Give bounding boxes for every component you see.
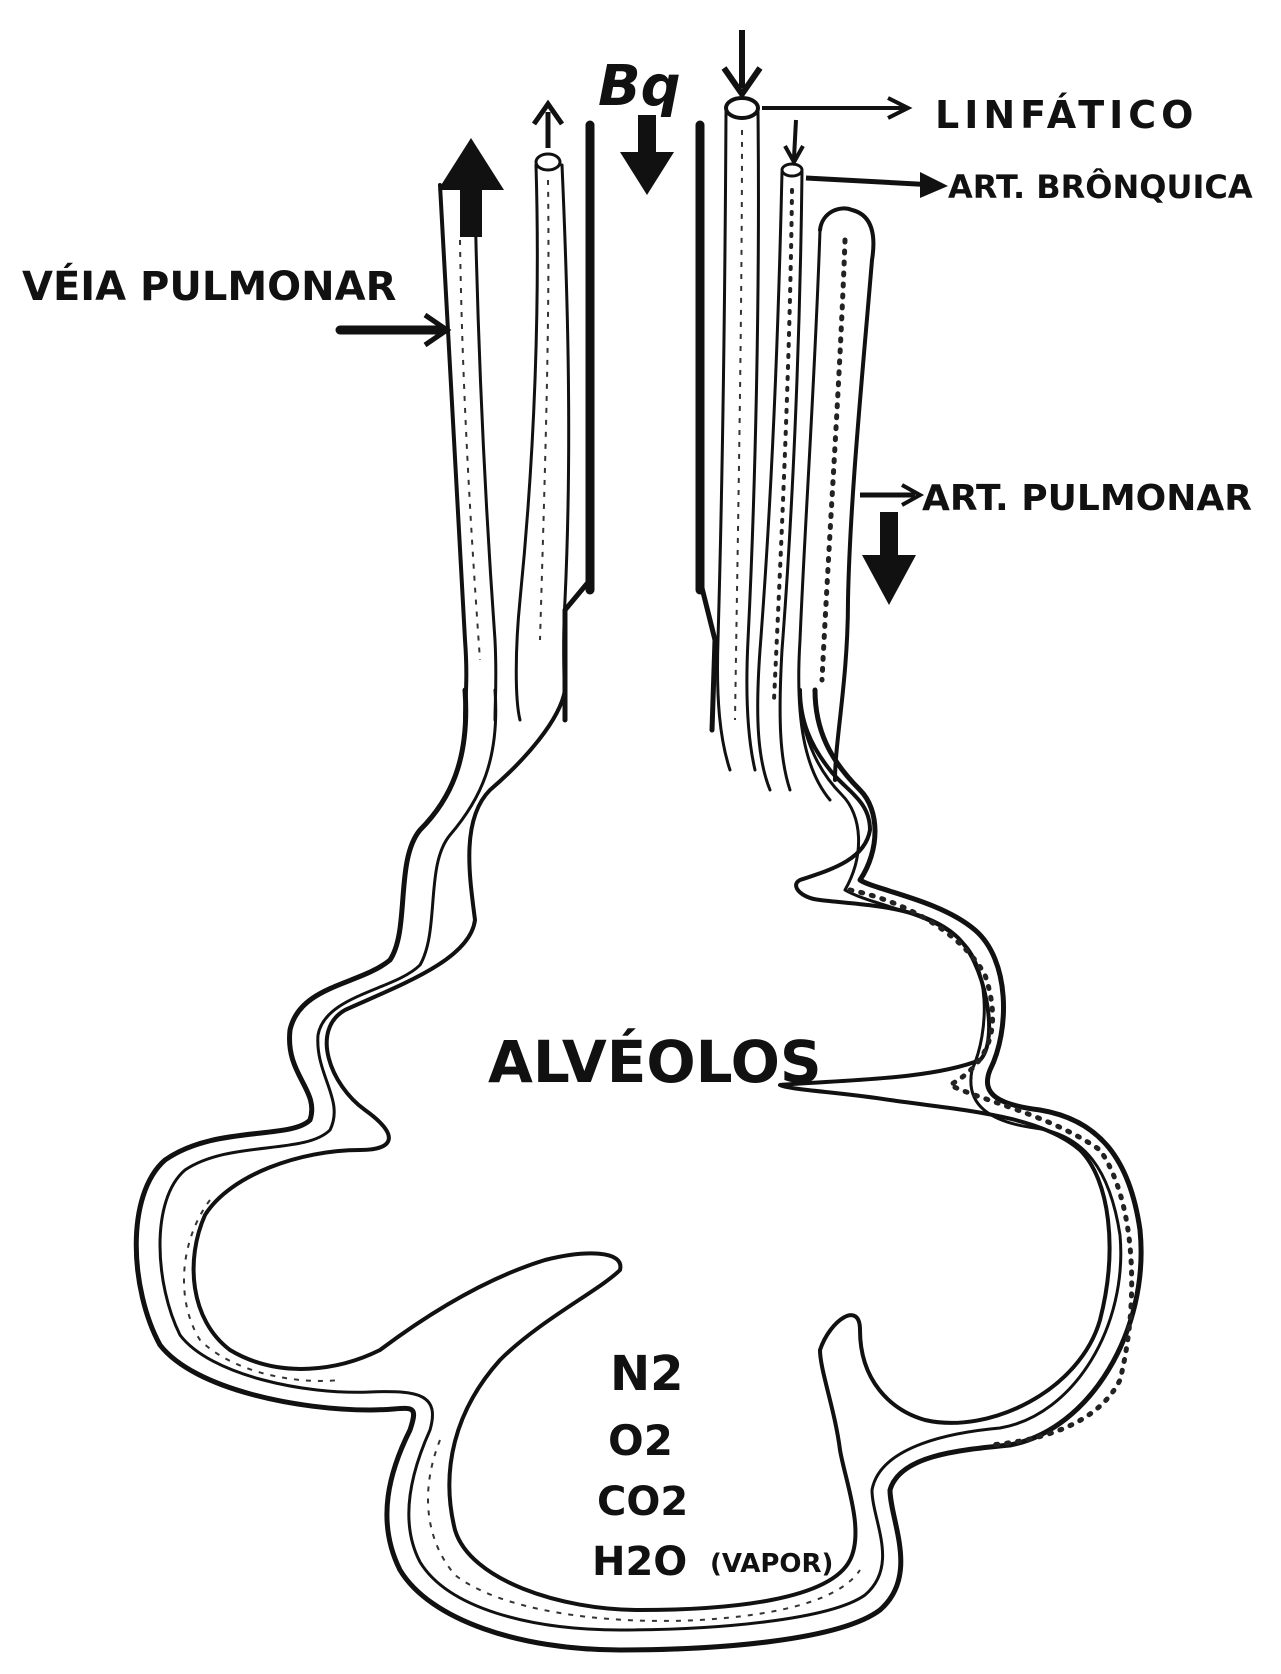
left-vessel-opening — [536, 154, 560, 170]
pulmonary-artery — [799, 208, 874, 800]
left-vessel-up-arrow — [534, 104, 562, 148]
pulmonary-vein — [440, 185, 496, 720]
alveoli-label: ALVÉOLOS — [488, 1027, 822, 1096]
bronchus — [565, 125, 715, 730]
pulmonary-vein-pointer — [340, 315, 447, 345]
bronchial-artery-opening — [782, 164, 802, 176]
bronchial-artery-pointer — [806, 172, 948, 198]
pulmonary-vein-outline — [440, 185, 466, 720]
lymphatic-opening — [726, 98, 758, 118]
pulmonary-artery-label: ART. PULMONAR — [922, 478, 1252, 519]
bronchial-artery — [758, 164, 802, 790]
gas-h2o-note: (VAPOR) — [710, 1549, 833, 1579]
wall-texture-left — [184, 1200, 340, 1381]
bronchus-label: Bq — [598, 54, 681, 119]
pulmonary-vein-label: VÉIA PULMONAR — [22, 262, 396, 310]
pulmonary-artery-pointer — [860, 485, 920, 505]
bronchus-flow-arrow — [620, 115, 674, 195]
lymphatic-down-arrow — [724, 30, 760, 94]
gas-n2: N2 — [610, 1346, 684, 1402]
bronchial-artery-label: ART. BRÔNQUICA — [948, 167, 1253, 206]
gas-list: N2 O2 CO2 H2O (VAPOR) — [592, 1346, 833, 1585]
gas-o2: O2 — [608, 1416, 673, 1465]
pulmonary-artery-flow-arrow — [862, 512, 916, 605]
lymphatic-label: LINFÁTICO — [935, 93, 1198, 137]
alveolar-sac-inner-wall — [194, 690, 1110, 1610]
bronchial-artery-down-arrow — [785, 120, 803, 162]
gas-h2o: H2O — [592, 1539, 687, 1585]
left-small-vessel — [516, 154, 568, 720]
lymphatic-pointer — [762, 98, 908, 118]
gas-co2: CO2 — [597, 1479, 688, 1525]
lymphatic-vessel — [718, 98, 759, 770]
pulmonary-vein-flow-arrow — [438, 138, 504, 237]
